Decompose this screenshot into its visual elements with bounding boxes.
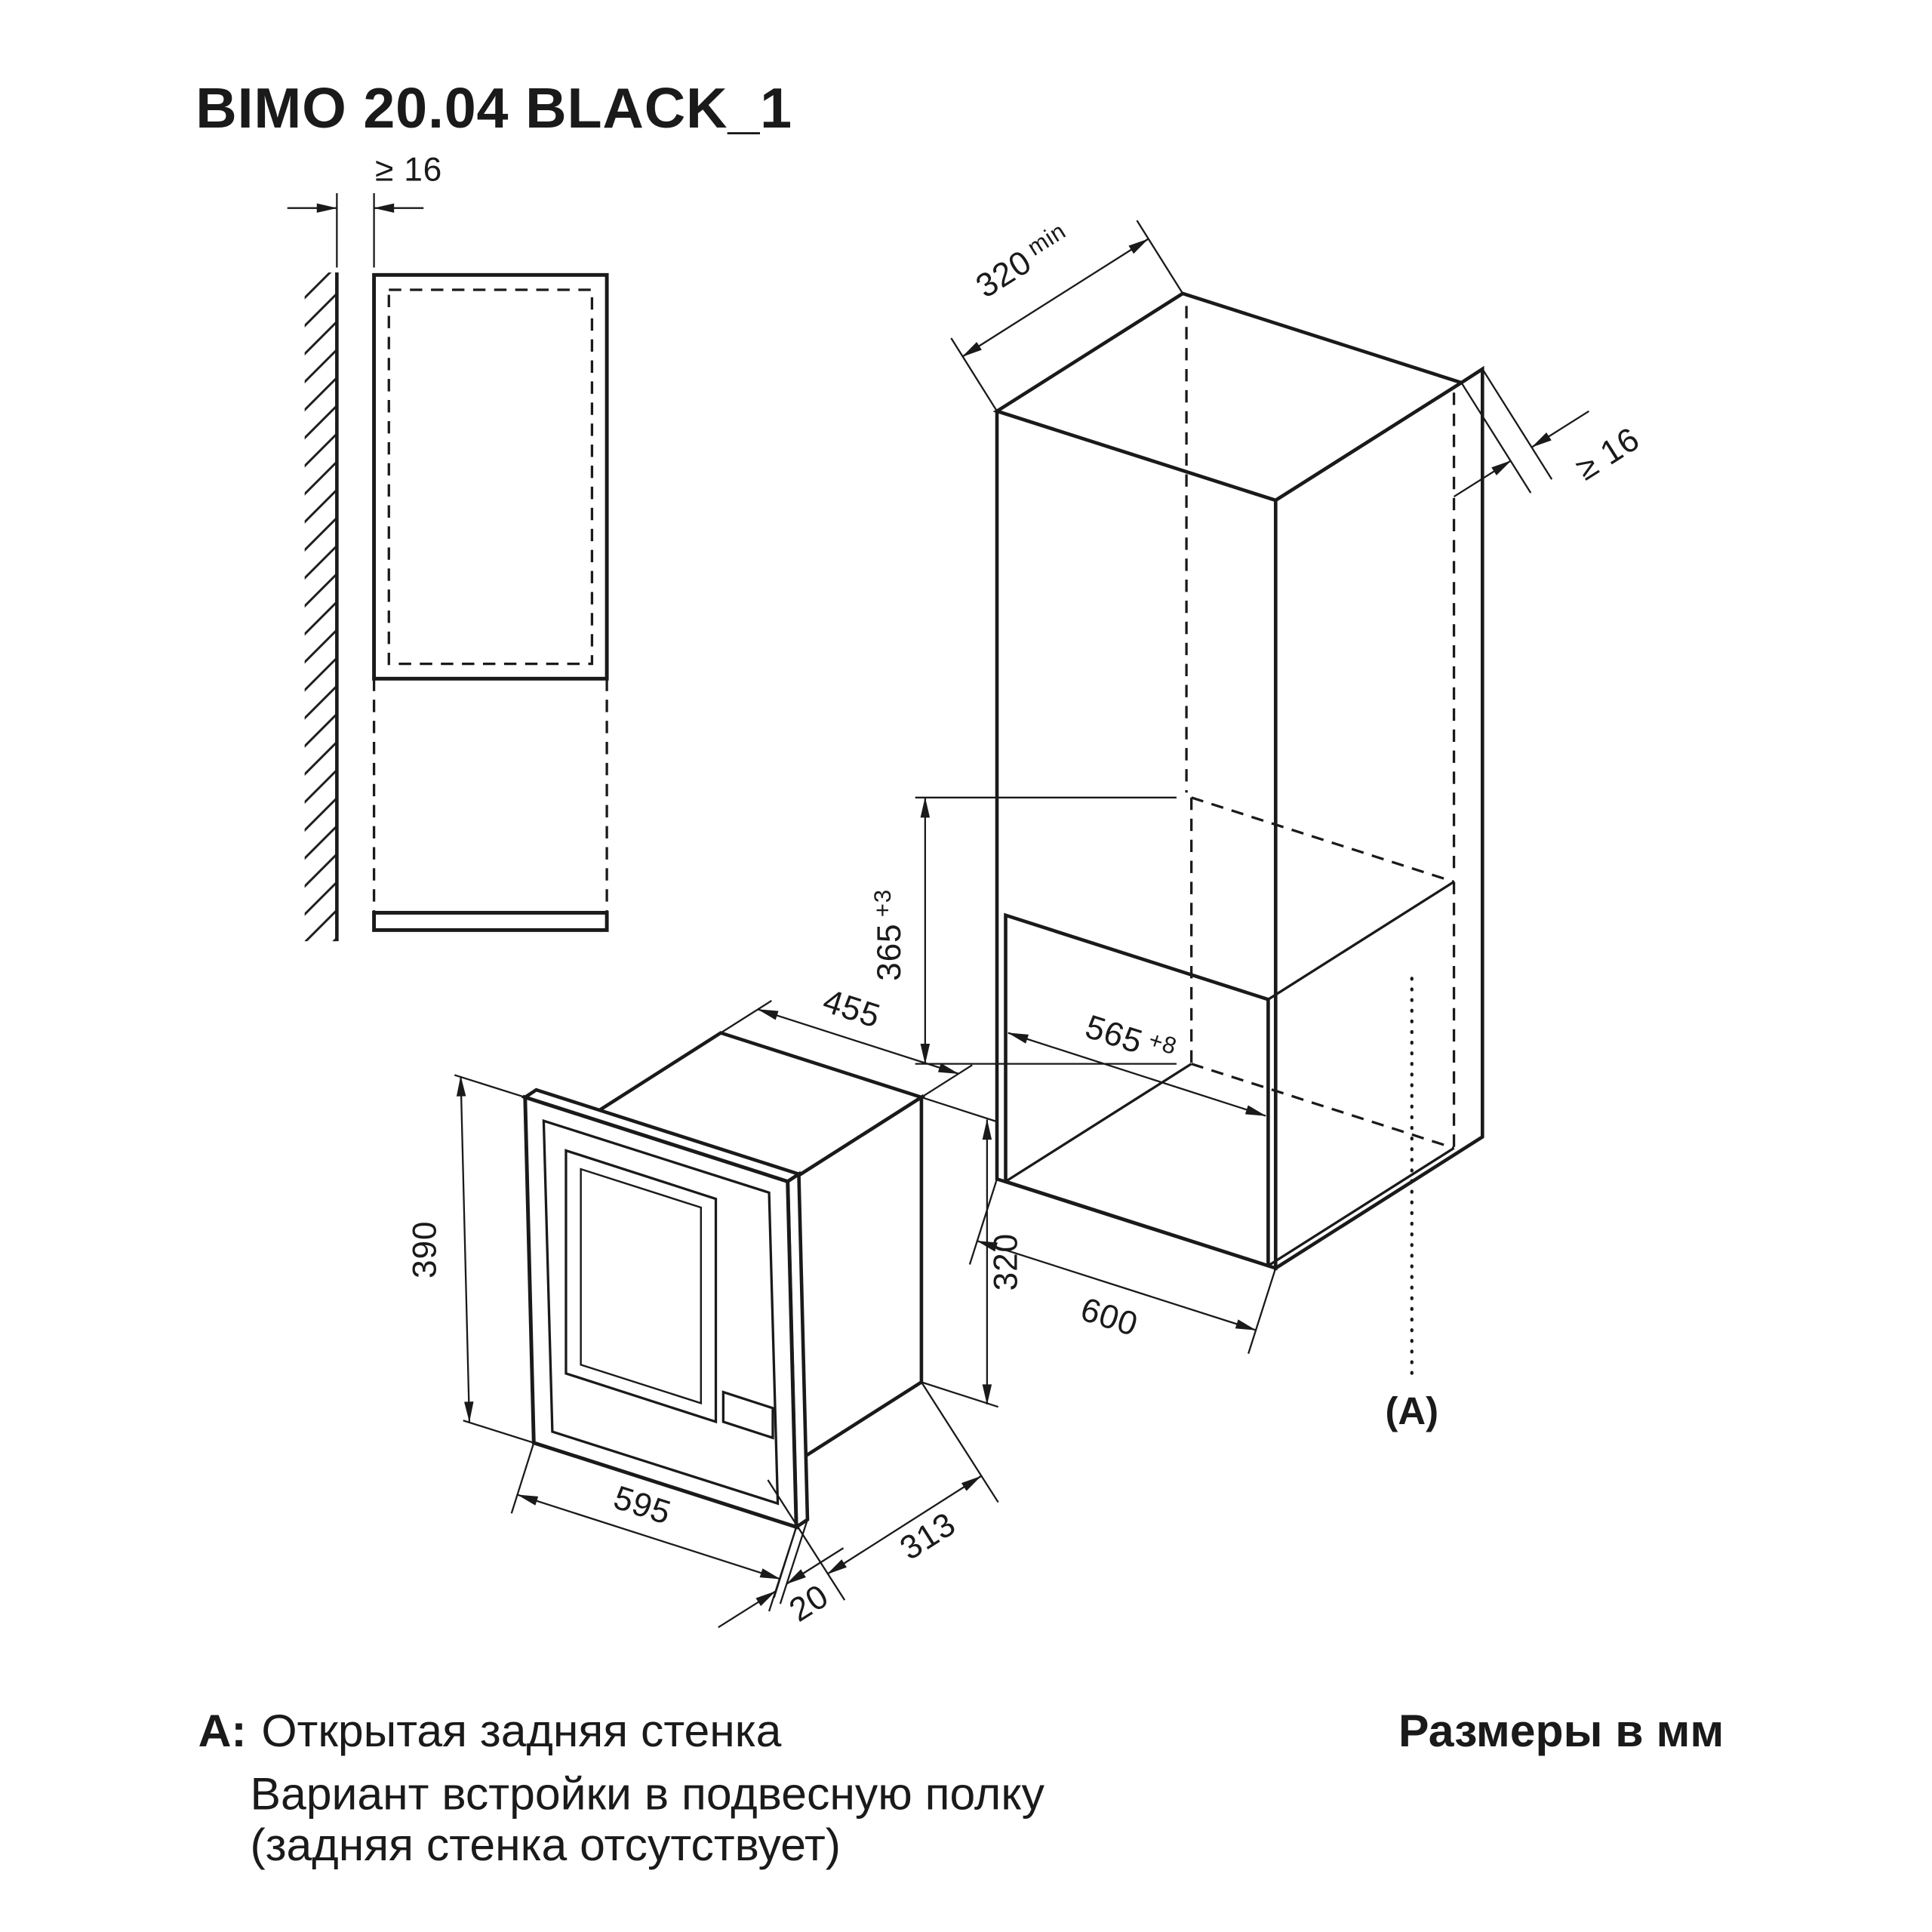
page-title: BIMO 20.04 BLACK_1 [195,76,792,140]
footnote-line3: (задняя стенка отсутствует) [250,1819,841,1870]
side-gap-dimension-label: ≥ 16 [1570,420,1647,488]
depth-dimension-label: 320min [969,217,1077,306]
wall-gap-label: ≥ 16 [375,152,442,189]
side-view: ≥ 16 [287,152,609,942]
footnote-line2: Вариант встройки в подвесную полку [250,1768,1044,1820]
cabinet-right-face [1273,365,1484,1272]
width-dimension-label: 600 [1076,1291,1143,1343]
callout-a: (A) [1385,977,1438,1432]
callout-a-label: (A) [1385,1389,1438,1432]
dimension-front-height: 390 [407,1074,534,1444]
dimension-frame-depth: 20 [718,1519,844,1629]
niche-floor-right-edge [1267,1146,1455,1267]
front-height-dimension-label: 390 [407,1221,444,1278]
frame-depth-dimension-label: 20 [783,1577,835,1629]
oven-door-window [565,1149,718,1424]
dimension-body-height: 320 [921,1096,1024,1408]
cabinet-outline [372,272,609,681]
body-height-dimension-label: 320 [987,1233,1024,1291]
oven-control-panel [721,1390,774,1440]
oven-hidden-outline [387,288,594,666]
cabinet-front-face-with-niche [995,408,1278,1271]
cabinet-iso-view: 320min ≥ 16 365+3 565+8 600 [869,217,1646,1432]
niche-floor-left-edge [1004,1063,1192,1183]
footnotes: A: Открытая задняя стенка Вариант встройк… [198,1705,1724,1870]
footnote-a-text: Открытая задняя стенка [261,1705,781,1756]
dimension-wall-gap: ≥ 16 [287,152,442,268]
niche-ceiling-right-edge [1267,881,1455,1001]
units-note: Размеры в мм [1398,1705,1724,1756]
body-depth-dimension-label: 313 [894,1506,962,1567]
footnote-a: A: Открытая задняя стенка [198,1705,782,1756]
shelf-bottom [372,910,609,932]
wall-hatch [304,272,337,942]
footnote-a-marker: A: [198,1705,247,1756]
oven-door-window-inner [580,1168,703,1404]
oven-iso-view: 390 455 320 595 20 [407,983,1025,1629]
body-width-dimension-label: 455 [819,983,885,1035]
niche-height-dimension-label: 365+3 [869,889,908,981]
